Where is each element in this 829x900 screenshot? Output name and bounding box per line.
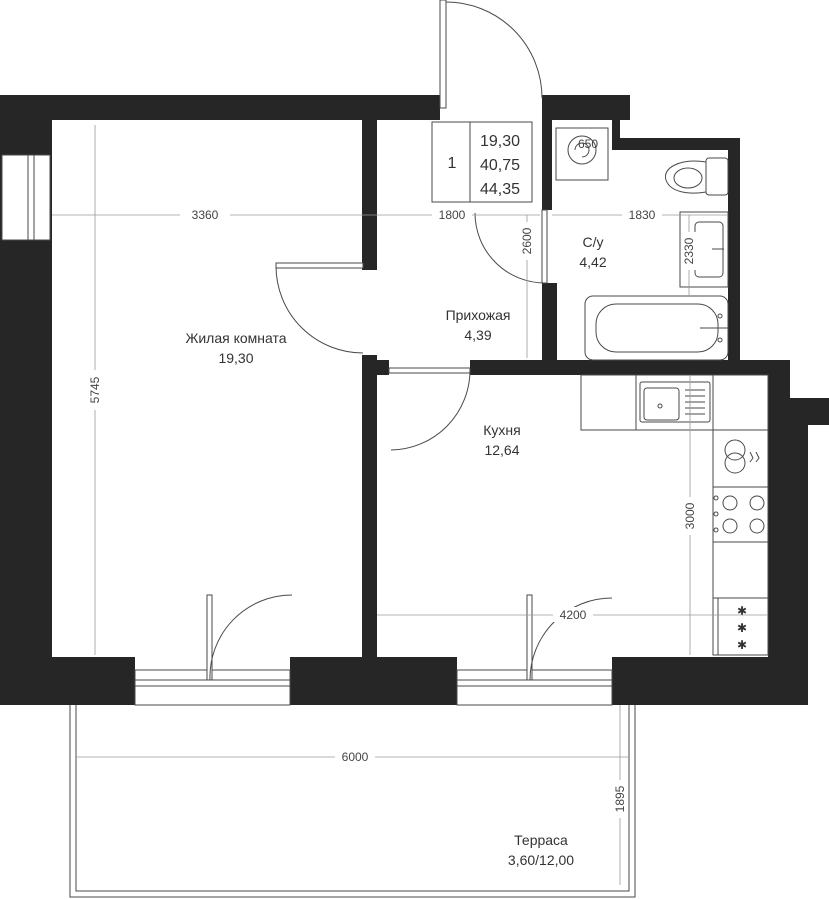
terrace-door-living[interactable] bbox=[206, 594, 293, 681]
living-area-value: 19,30 bbox=[480, 133, 520, 150]
kitchen-counter bbox=[580, 374, 769, 431]
dim-kitchen-width: 4200 bbox=[560, 608, 587, 622]
wall-left-outer bbox=[0, 240, 22, 660]
wall-hall-kitchen bbox=[470, 360, 790, 375]
dim-terrace-depth: 1895 bbox=[613, 785, 627, 812]
svg-text:✱: ✱ bbox=[737, 638, 747, 652]
gas-meter-icon bbox=[724, 439, 760, 474]
windows bbox=[1, 154, 613, 706]
walls bbox=[0, 95, 829, 705]
fixtures: ✱ ✱ ✱ bbox=[431, 121, 769, 656]
room-kitchen-name: Кухня bbox=[483, 422, 520, 438]
cooktop-icon bbox=[712, 486, 769, 543]
refrigerator-icon: ✱ ✱ ✱ bbox=[712, 597, 769, 656]
room-living-name: Жилая комната bbox=[185, 330, 286, 346]
total-area-value: 40,75 bbox=[480, 157, 520, 174]
doors bbox=[206, 0, 613, 681]
room-terrace-name: Терраса bbox=[514, 832, 568, 848]
wall-bath-left-top bbox=[542, 95, 552, 210]
wall-partition-lower bbox=[362, 355, 377, 660]
washer-drum-icon bbox=[567, 135, 597, 165]
svg-text:✱: ✱ bbox=[737, 604, 747, 618]
svg-text:✱: ✱ bbox=[737, 621, 747, 635]
dim-living-width: 3360 bbox=[192, 208, 219, 222]
wall-bath-left-bottom bbox=[542, 283, 557, 365]
bathroom-door[interactable] bbox=[474, 209, 548, 284]
terrace bbox=[69, 705, 636, 898]
wall-bottom-left bbox=[0, 657, 135, 705]
washing-machine bbox=[555, 127, 609, 181]
wall-hall-stub bbox=[377, 360, 389, 375]
wall-bottom-middle bbox=[290, 657, 457, 705]
room-labels: Жилая комната 19,30 Прихожая 4,39 С/у 4,… bbox=[185, 234, 606, 868]
rooms-count: 1 bbox=[448, 155, 457, 172]
toilet-icon bbox=[665, 157, 729, 196]
window-bottom-kitchen bbox=[456, 669, 613, 706]
dim-terrace-width: 6000 bbox=[342, 750, 369, 764]
wall-right-outer bbox=[612, 375, 829, 705]
bathtub-icon bbox=[584, 295, 729, 361]
terrace-door-kitchen[interactable] bbox=[526, 594, 613, 681]
total-with-terrace-value: 44,35 bbox=[480, 181, 520, 198]
dim-bath-width: 1830 bbox=[629, 208, 656, 222]
unit-summary: 1 19,30 40,75 44,35 bbox=[448, 133, 521, 198]
living-room-door[interactable] bbox=[275, 262, 364, 354]
kitchen-sink-icon bbox=[639, 381, 711, 423]
dim-washer: 650 bbox=[578, 137, 598, 151]
window-left bbox=[1, 154, 51, 241]
room-kitchen-area: 12,64 bbox=[484, 442, 519, 458]
dim-hall-depth: 2600 bbox=[520, 227, 534, 254]
kitchen-door[interactable] bbox=[388, 367, 471, 451]
room-terrace-area: 3,60/12,00 bbox=[508, 852, 574, 868]
dim-hall-width: 1800 bbox=[439, 208, 466, 222]
entrance-door[interactable] bbox=[439, 0, 543, 109]
room-living-area: 19,30 bbox=[218, 350, 253, 366]
wall-top-left bbox=[0, 95, 440, 657]
dim-living-depth: 5745 bbox=[88, 376, 102, 403]
dim-bath-depth: 2330 bbox=[682, 237, 696, 264]
room-hallway-area: 4,39 bbox=[464, 327, 491, 343]
wall-top-entrance-right bbox=[542, 95, 740, 365]
room-bathroom-area: 4,42 bbox=[579, 254, 606, 270]
dimension-labels: 3360 1800 1830 5745 2600 2330 4200 3000 … bbox=[86, 137, 698, 818]
wall-partition-upper bbox=[362, 120, 377, 270]
wardrobe bbox=[431, 121, 533, 203]
dimension-lines bbox=[52, 125, 768, 885]
dim-kitchen-depth: 3000 bbox=[683, 502, 697, 529]
room-bathroom-name: С/у bbox=[583, 234, 604, 250]
room-hallway-name: Прихожая bbox=[446, 307, 511, 323]
